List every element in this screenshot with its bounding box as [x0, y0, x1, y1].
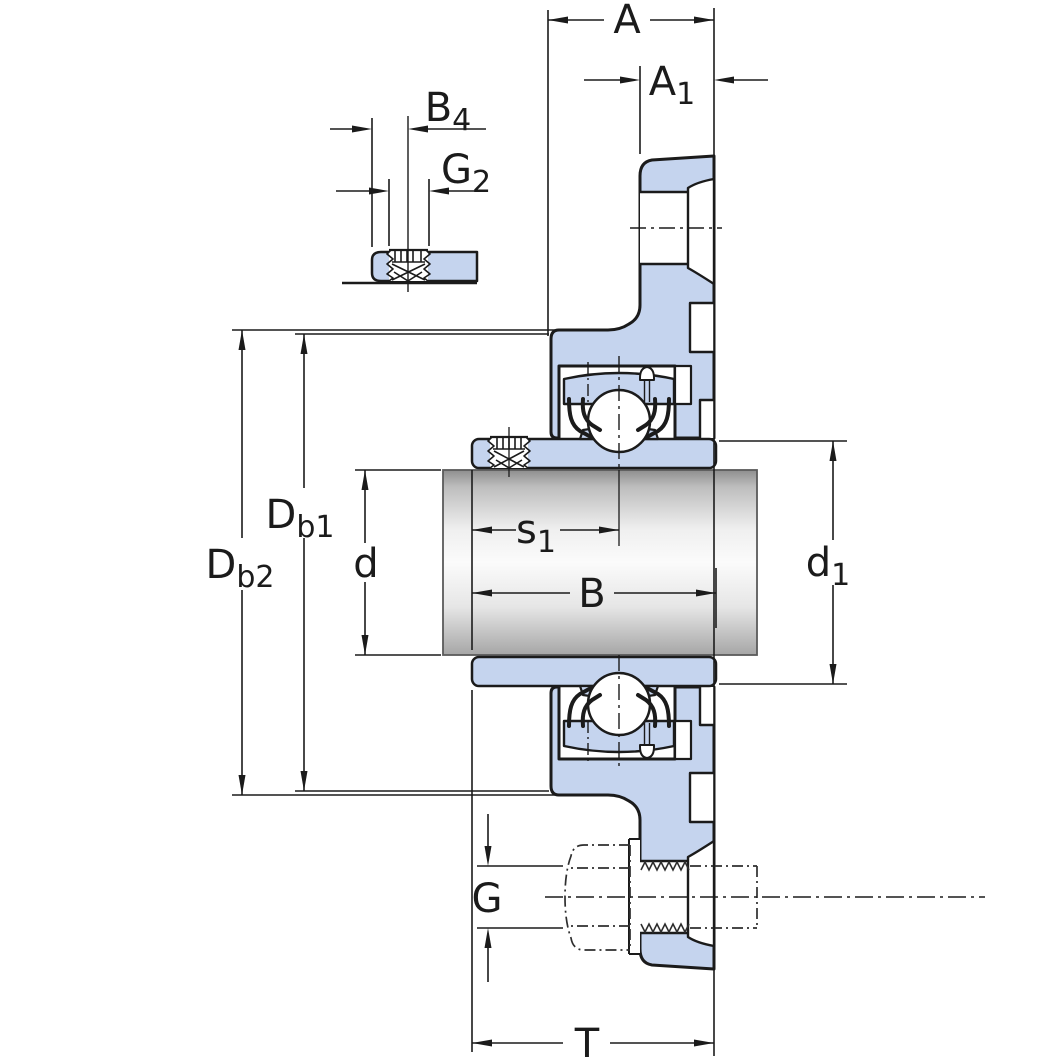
back-recess-upper-2 — [700, 400, 714, 438]
dim-A1 — [584, 66, 768, 154]
back-recess-upper-1 — [690, 303, 714, 352]
seal-lower-left — [567, 686, 602, 728]
dim-Db2 — [232, 329, 555, 796]
dim-d — [355, 469, 441, 656]
bolt-thread-upper — [640, 860, 690, 872]
dim-B4 — [330, 118, 486, 247]
label-B4: B4 — [425, 85, 472, 138]
label-d1: d1 — [806, 540, 850, 593]
label-Db2: Db2 — [206, 542, 275, 595]
label-G2: G2 — [441, 147, 491, 200]
label-Db1: Db1 — [266, 492, 335, 545]
dim-B — [472, 568, 717, 628]
bolt-thread-lower — [640, 922, 690, 934]
bolt-spot-face — [629, 839, 640, 954]
dim-A — [547, 10, 714, 336]
label-s1: s1 — [516, 507, 556, 560]
shaft — [442, 469, 758, 656]
mounting-bolt — [545, 844, 985, 951]
seal-slot-lower-right — [673, 719, 693, 761]
seal-slot-upper-right — [673, 364, 693, 406]
dimension-labels: A A1 B4 G2 Db1 Db2 d s1 B d1 G T — [206, 0, 851, 1064]
label-B: B — [578, 571, 605, 617]
counterbore-lower — [686, 839, 716, 948]
label-d: d — [353, 541, 378, 587]
label-A: A — [613, 0, 641, 43]
set-screw — [487, 427, 531, 477]
label-A1: A1 — [649, 59, 695, 112]
back-recess-lower-1 — [690, 773, 714, 822]
inset-detail — [342, 248, 479, 285]
seal-lower-right — [636, 686, 671, 728]
back-recess-lower-2 — [700, 687, 714, 725]
dim-d1 — [719, 440, 847, 685]
label-T: T — [574, 1021, 600, 1064]
dim-T — [471, 690, 714, 1052]
locating-pin-upper — [639, 366, 655, 381]
dim-G2 — [336, 179, 486, 246]
locating-pin-lower — [639, 744, 655, 759]
seal-upper-right — [636, 397, 671, 439]
centerlines — [407, 116, 722, 770]
label-G: G — [472, 876, 503, 922]
seals — [567, 397, 671, 728]
dimensions — [232, 8, 847, 1056]
dim-Db1 — [295, 333, 549, 792]
dim-G — [477, 814, 563, 982]
inner-ring-lower — [470, 655, 718, 688]
counterbore-upper — [686, 177, 716, 286]
seal-upper-left — [567, 397, 602, 439]
dim-s1 — [471, 470, 620, 650]
